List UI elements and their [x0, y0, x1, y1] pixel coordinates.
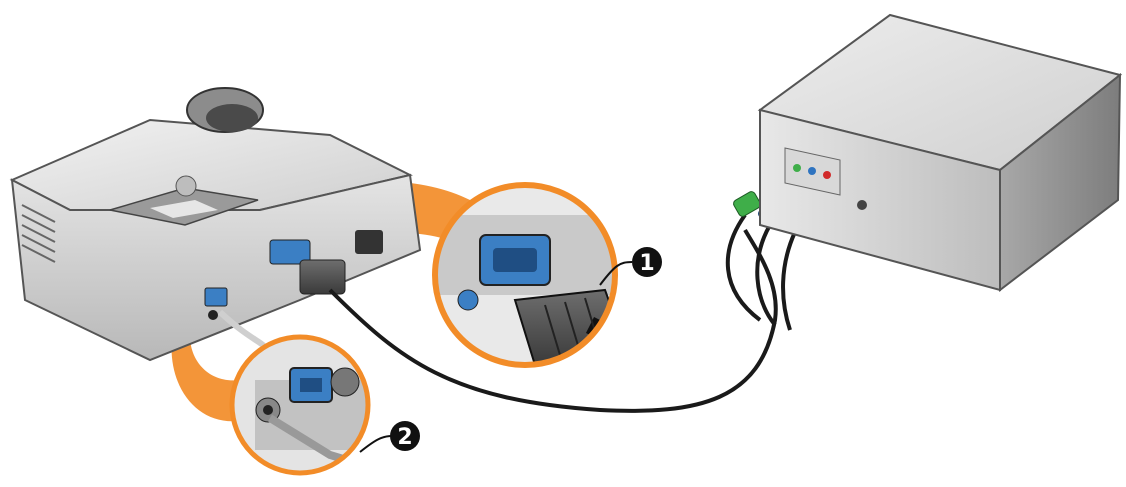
zoom-circle-audio — [229, 334, 371, 476]
callout-leader-1 — [599, 261, 633, 286]
zoom-circle-vga — [432, 182, 618, 368]
callout-2: 2 — [390, 421, 420, 451]
vga-cable — [299, 228, 778, 413]
projector — [9, 87, 422, 362]
video-source-box — [757, 13, 1123, 293]
callout-1: 1 — [632, 247, 662, 277]
callout-leader-2 — [359, 435, 393, 453]
callout-2-label: 2 — [397, 425, 412, 450]
callout-1-label: 1 — [639, 251, 654, 276]
